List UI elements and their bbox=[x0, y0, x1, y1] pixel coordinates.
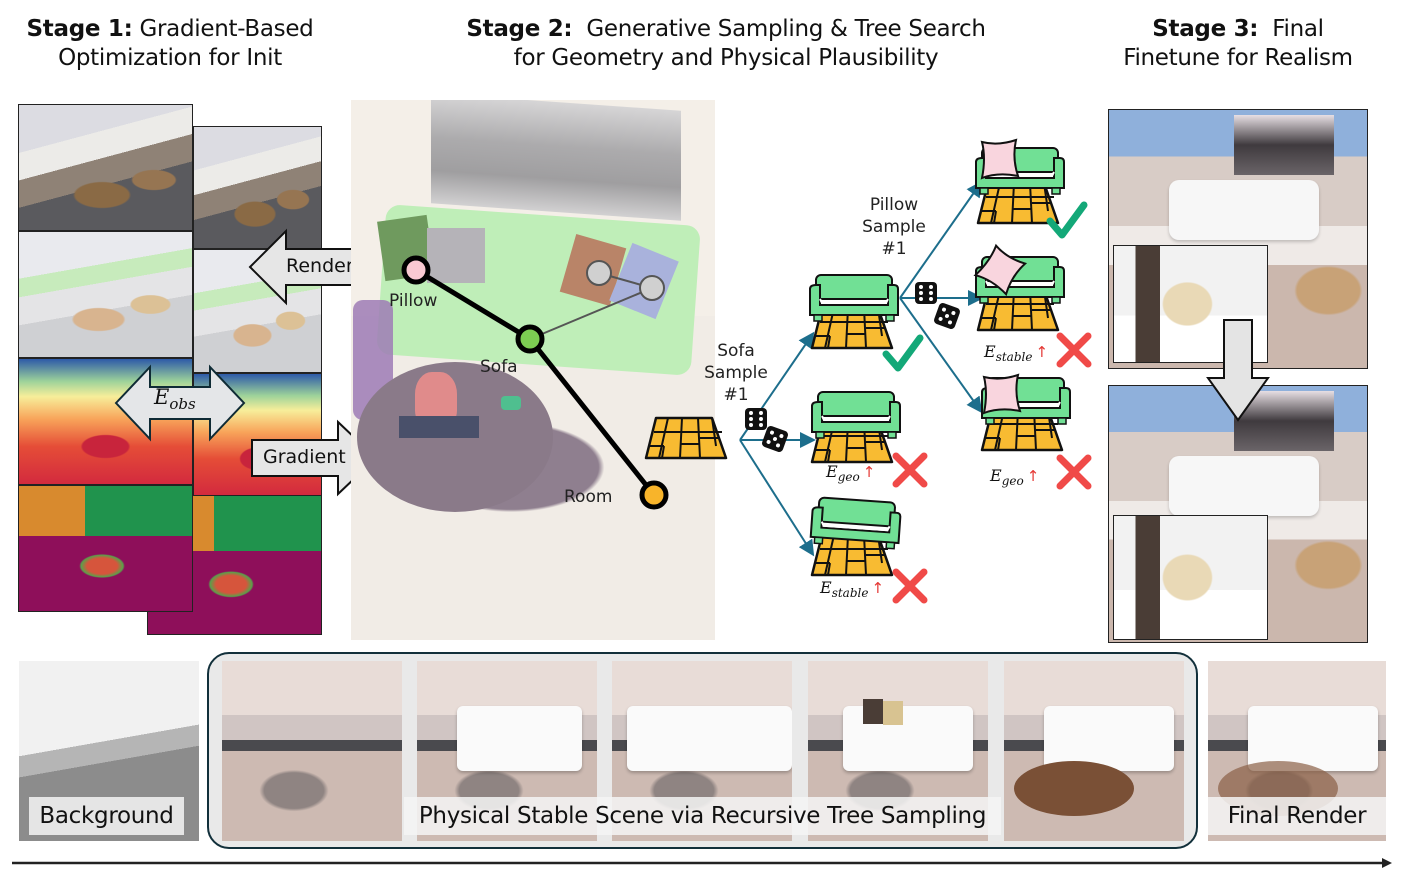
dice-icon bbox=[915, 282, 937, 304]
rendered-rgb-back bbox=[193, 126, 322, 249]
pillow-sample-label: Pillow Sample #1 bbox=[848, 194, 940, 260]
observed-rgb-image bbox=[18, 104, 193, 231]
reject-x-icon bbox=[896, 456, 924, 484]
up-arrow-icon: ↑ bbox=[1035, 343, 1049, 361]
green-figurine bbox=[501, 396, 521, 410]
stage3-title-bold: Stage 3: bbox=[1152, 16, 1259, 42]
finetune-arrow-shape bbox=[1206, 319, 1270, 422]
background-label: Background bbox=[29, 797, 184, 835]
pillow-gray bbox=[427, 228, 485, 283]
observed-semantic-image bbox=[18, 231, 193, 358]
post-finetune-zoom-inset bbox=[1113, 515, 1268, 640]
scene-step-room bbox=[222, 661, 402, 841]
root-room-icon bbox=[644, 416, 728, 460]
pillow-dark bbox=[863, 699, 883, 724]
stage3-title: Stage 3: Final Finetune for Realism bbox=[1110, 15, 1366, 73]
stage1-title-line2: Optimization for Init bbox=[58, 45, 282, 71]
eobs-label: Eobs bbox=[154, 385, 196, 413]
energy-main: E bbox=[990, 466, 1002, 485]
post-finetune-render bbox=[1108, 385, 1368, 643]
final-render-label: Final Render bbox=[1208, 797, 1386, 835]
sofa-icon bbox=[809, 274, 899, 322]
reject-x-icon bbox=[1060, 336, 1088, 364]
observed-normal-image bbox=[18, 485, 193, 612]
sofa-icon bbox=[811, 391, 901, 439]
stage2-title-text: Generative Sampling & Tree Search bbox=[572, 16, 986, 42]
edge-sofa1-pillow3 bbox=[899, 297, 983, 414]
white-sofa bbox=[627, 706, 792, 771]
gradient-label: Gradient bbox=[263, 446, 346, 468]
up-arrow-icon: ↑ bbox=[1026, 467, 1040, 485]
pillow-icon bbox=[981, 139, 1019, 179]
eobs-sub: obs bbox=[169, 395, 196, 414]
energy-stable-pillow: Estable↑ bbox=[984, 342, 1048, 364]
scene-step-table bbox=[1004, 661, 1184, 841]
reject-x-icon bbox=[1060, 458, 1088, 486]
stage1-title: Stage 1: Gradient-Based Optimization for… bbox=[10, 15, 330, 73]
stage2-title-bold: Stage 2: bbox=[466, 16, 573, 42]
energy-main: E bbox=[826, 462, 838, 481]
node-pillow bbox=[401, 255, 431, 285]
eobs-main: E bbox=[154, 385, 170, 409]
node-label-pillow: Pillow bbox=[389, 291, 438, 311]
observed-depth-image bbox=[18, 358, 193, 485]
stage3-title-text: Final bbox=[1258, 16, 1324, 42]
art-painting bbox=[1234, 115, 1334, 175]
edge-pillow-sofa bbox=[414, 267, 532, 342]
white-sofa bbox=[1169, 180, 1319, 240]
edge-sofa-pillow3 bbox=[529, 287, 653, 340]
up-arrow-icon: ↑ bbox=[871, 579, 885, 597]
stage1-title-bold: Stage 1: bbox=[26, 16, 133, 42]
white-sofa bbox=[457, 706, 582, 771]
node-label-sofa: Sofa bbox=[480, 357, 518, 377]
render-label: Render bbox=[286, 255, 354, 277]
scene-graph-edges bbox=[401, 255, 669, 510]
pillow-icon bbox=[983, 374, 1021, 414]
pillow-sample-line2: Sample #1 bbox=[862, 217, 926, 259]
energy-geo-sofa: Egeo↑ bbox=[826, 462, 875, 484]
energy-stable-sofa: Estable↑ bbox=[820, 578, 884, 600]
pillow-sample-line1: Pillow bbox=[869, 195, 919, 215]
scene-graph-image: Pillow Sofa Room bbox=[351, 100, 715, 640]
reject-x-icon bbox=[896, 572, 924, 600]
energy-sub: geo bbox=[837, 470, 860, 485]
coffee-table bbox=[1014, 761, 1134, 816]
energy-main: E bbox=[820, 578, 832, 597]
sofa-sample-label: Sofa Sample #1 bbox=[690, 340, 782, 406]
energy-sub: geo bbox=[1001, 474, 1024, 489]
table-book bbox=[399, 416, 479, 438]
white-sofa bbox=[1044, 706, 1174, 771]
energy-sub: stable bbox=[831, 586, 869, 601]
node-pillow-3 bbox=[639, 275, 665, 301]
timeline-arrowhead-icon bbox=[1382, 858, 1392, 868]
sofa-sample-line1: Sofa bbox=[717, 341, 755, 361]
dice-icon bbox=[745, 408, 767, 430]
timeline-arrow bbox=[12, 858, 1392, 868]
edge-sofa-room bbox=[528, 337, 656, 497]
sofa-sample-line2: Sample #1 bbox=[704, 363, 768, 405]
stage2-title-line2: for Geometry and Physical Plausibility bbox=[513, 45, 939, 71]
node-sofa bbox=[515, 324, 545, 354]
finetune-down-arrow bbox=[1206, 319, 1270, 422]
up-arrow-icon: ↑ bbox=[862, 463, 876, 481]
node-room bbox=[639, 480, 669, 510]
node-pillow-2 bbox=[586, 260, 612, 286]
pillow-beige bbox=[883, 701, 903, 725]
tree-sampling-label: Physical Stable Scene via Recursive Tree… bbox=[404, 797, 1001, 835]
edge-sofa1-pillow1 bbox=[899, 180, 983, 299]
stage1-title-text: Gradient-Based bbox=[132, 16, 314, 42]
dice-icon-2 bbox=[932, 301, 962, 331]
white-sofa bbox=[1248, 706, 1378, 771]
node-label-room: Room bbox=[564, 487, 613, 507]
stage2-title: Stage 2: Generative Sampling & Tree Sear… bbox=[462, 15, 990, 73]
white-sofa bbox=[1169, 456, 1319, 516]
stage3-title-line2: Finetune for Realism bbox=[1123, 45, 1353, 71]
energy-sub: stable bbox=[995, 350, 1033, 365]
eobs-arrow-shape bbox=[114, 364, 246, 442]
energy-main: E bbox=[984, 342, 996, 361]
edge-root-sofa3 bbox=[739, 439, 815, 557]
energy-geo-pillow: Egeo↑ bbox=[990, 466, 1039, 488]
eobs-double-arrow bbox=[114, 364, 246, 442]
